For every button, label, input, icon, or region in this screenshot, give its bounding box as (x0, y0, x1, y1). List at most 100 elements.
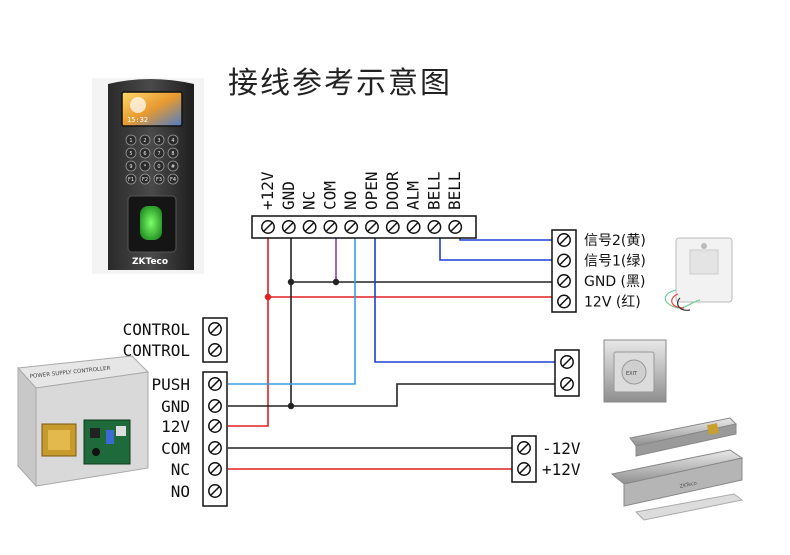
terminal-screw (517, 441, 531, 455)
terminal-screw (208, 322, 222, 336)
reader-terminal-label: BELL (424, 171, 443, 210)
keypad-key-label: * (144, 164, 147, 170)
doorbell-device (664, 237, 733, 311)
svg-text:EXIT: EXIT (626, 371, 638, 377)
terminal-screw (208, 462, 222, 476)
keypad-key: 6 (139, 147, 151, 159)
fingerprint-sensor (140, 206, 162, 240)
psu-terminal-label: COM (161, 439, 190, 458)
screen-time: 15:32 (127, 116, 148, 124)
terminal-screw (557, 294, 571, 309)
terminal-screw (302, 220, 317, 234)
terminal-screw (517, 462, 531, 476)
keypad-key: # (167, 160, 179, 172)
doorbell-terminal-label: 信号2(黄) (584, 232, 646, 249)
terminal-screw (281, 220, 296, 234)
keypad-key: 3 (153, 134, 165, 146)
psu-terminal-label: PUSH (151, 375, 190, 394)
doorbell-terminal-block: 信号2(黄) 信号1(绿) GND (黑) 12V (红) (551, 229, 646, 313)
doorbell-terminal-label: 12V (红) (584, 295, 641, 311)
psu-terminal-label: NO (171, 482, 190, 501)
terminal-screw (208, 343, 222, 357)
terminal-screw (261, 220, 275, 234)
wires (228, 228, 555, 470)
terminal-screw (208, 441, 222, 455)
terminal-screw (448, 220, 463, 234)
terminal-screw (344, 220, 359, 234)
psu-terminal-label: 12V (161, 417, 190, 436)
wire-no-lightblue (228, 228, 356, 385)
wire-exit-black (291, 383, 555, 407)
psu-terminal-label: CONTROL (123, 341, 190, 360)
keypad-key-label: F2 (142, 177, 148, 183)
psu-terminal-label: GND (161, 397, 190, 416)
keypad-key: 9 (125, 160, 137, 172)
keypad-key-label: 9 (129, 164, 132, 170)
terminal-screw (557, 274, 571, 288)
reader-terminal-label: ALM (404, 181, 423, 210)
keypad-key: 4 (167, 134, 179, 146)
keypad-key-label: 2 (143, 138, 146, 144)
reader-terminal-label: OPEN (362, 171, 381, 210)
terminal-screw (406, 220, 421, 234)
wire-12v-red (228, 228, 269, 427)
terminal-screw (365, 220, 379, 234)
terminal-screw (208, 399, 222, 413)
keypad-key-label: F4 (170, 177, 176, 183)
junction-dot (287, 278, 295, 286)
lock-terminal-block: -12V +12V (511, 435, 581, 483)
keypad-key-label: 3 (157, 138, 160, 144)
reader-brand: ZKTeco (132, 257, 168, 267)
junction-dot (332, 278, 340, 286)
reader-terminal-label: GND (279, 181, 298, 210)
doorbell-terminal-label: 信号1(绿) (584, 254, 646, 270)
keypad-key: F3 (153, 173, 165, 185)
terminal-screw (208, 419, 222, 433)
magnetic-lock: ZKTeco (610, 449, 744, 521)
terminal-screw (323, 220, 338, 234)
terminal-screw (385, 220, 400, 234)
reader-keypad: 1 2 3 4 5 6 7 8 9 * 0 # F1 F2 F3 F4 (125, 134, 179, 185)
keypad-key-label: 7 (157, 151, 160, 157)
keypad-key-label: 6 (143, 151, 146, 157)
keypad-key-label: 1 (129, 138, 132, 144)
electric-bolt-lock (629, 417, 737, 457)
keypad-key-label: F1 (128, 177, 134, 183)
terminal-screw (557, 253, 571, 268)
keypad-key-label: 0 (157, 164, 160, 170)
reader-terminal-label: NO (341, 191, 360, 210)
psu-terminal-label: NC (171, 460, 190, 479)
keypad-key-label: 4 (171, 138, 174, 144)
keypad-key: 1 (125, 134, 137, 146)
keypad-key: 0 (153, 160, 165, 172)
power-supply-device: POWER SUPPLY CONTROLLER (16, 355, 150, 488)
reader-terminal-label: BELL (445, 171, 464, 210)
wire-open-blue (374, 228, 555, 363)
keypad-key-label: 5 (129, 151, 132, 157)
exit-button-terminal-block (554, 349, 580, 397)
reader-terminal-label: +12V (258, 171, 277, 210)
lock-terminal-label: +12V (542, 460, 581, 479)
keypad-key: 8 (167, 147, 179, 159)
doorbell-terminal-label: GND (黑) (584, 274, 645, 290)
diagram-title: 接线参考示意图 (228, 66, 452, 101)
reader-terminal-label: DOOR (383, 171, 402, 210)
terminal-screw (560, 355, 574, 369)
psu-terminal-label: CONTROL (123, 320, 190, 339)
keypad-key: 2 (139, 134, 151, 146)
fingerprint-reader: 15:32 1 2 3 4 5 6 7 8 9 * 0 # F1 F2 F3 F4 ZKTeco (92, 78, 204, 274)
lock-terminal-label: -12V (542, 439, 581, 458)
terminal-screw (427, 220, 442, 234)
keypad-key: * (139, 160, 151, 172)
keypad-key: 5 (125, 147, 137, 159)
junction-dot (264, 293, 272, 301)
keypad-key-label: F3 (156, 177, 162, 183)
keypad-key: F1 (125, 173, 137, 185)
reader-terminal-label: NC (300, 191, 319, 210)
svg-text:ZKTeco: ZKTeco (679, 480, 697, 489)
terminal-screw (208, 377, 222, 391)
terminal-screw (557, 233, 571, 247)
